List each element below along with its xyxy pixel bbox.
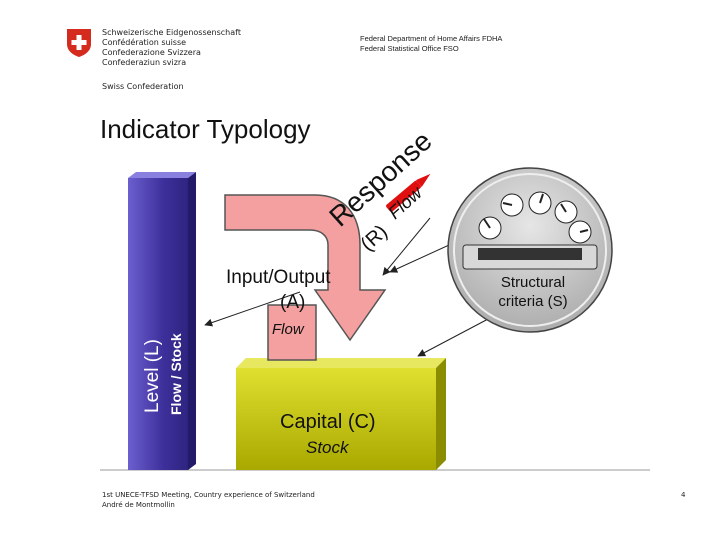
page-title: Indicator Typology <box>100 114 311 144</box>
io-paren-label: (A) <box>280 292 305 313</box>
footer-author: André de Montmollin <box>102 501 175 509</box>
gauge-icon <box>447 167 613 333</box>
response-arrow <box>382 217 431 276</box>
level-bar <box>128 172 196 470</box>
level-label: Level (L) <box>142 339 163 413</box>
red-marker-icon <box>386 173 431 212</box>
confederation-line-rm: Confederaziun svizra <box>102 58 187 67</box>
footer-info: 1st UNECE-TFSD Meeting, Country experien… <box>102 490 315 510</box>
footer-meeting: 1st UNECE-TFSD Meeting, Country experien… <box>102 491 315 499</box>
io-flow-label: Flow <box>272 321 305 338</box>
swiss-flag-icon <box>66 28 92 58</box>
department-name: Federal Department of Home Affairs FDHA <box>360 34 503 43</box>
structural-criteria-label: criteria (S) <box>498 293 567 310</box>
input-output-arrow <box>224 194 387 361</box>
confederation-names: Schweizerische Eidgenossenschaft Confédé… <box>102 28 241 68</box>
structural-to-capital-arrow <box>417 317 491 357</box>
capital-label: Capital (C) <box>280 411 376 433</box>
capital-box <box>236 358 446 470</box>
confederation-line-it: Confederazione Svizzera <box>102 48 201 57</box>
structural-label: Structural <box>501 274 565 291</box>
page-number: 4 <box>681 491 686 499</box>
swiss-confederation-label: Swiss Confederation <box>102 82 184 91</box>
io-to-level-arrow <box>204 291 301 327</box>
office-name: Federal Statistical Office FSO <box>360 44 459 53</box>
confederation-line-de: Schweizerische Eidgenossenschaft <box>102 28 241 37</box>
confederation-line-fr: Confédération suisse <box>102 38 187 47</box>
level-sub-label: Flow / Stock <box>168 333 184 415</box>
department-info: Federal Department of Home Affairs FDHA … <box>360 34 502 54</box>
response-paren-label: (R) <box>357 221 392 256</box>
capital-stock-label: Stock <box>306 438 350 457</box>
io-label: Input/Output <box>226 267 331 288</box>
